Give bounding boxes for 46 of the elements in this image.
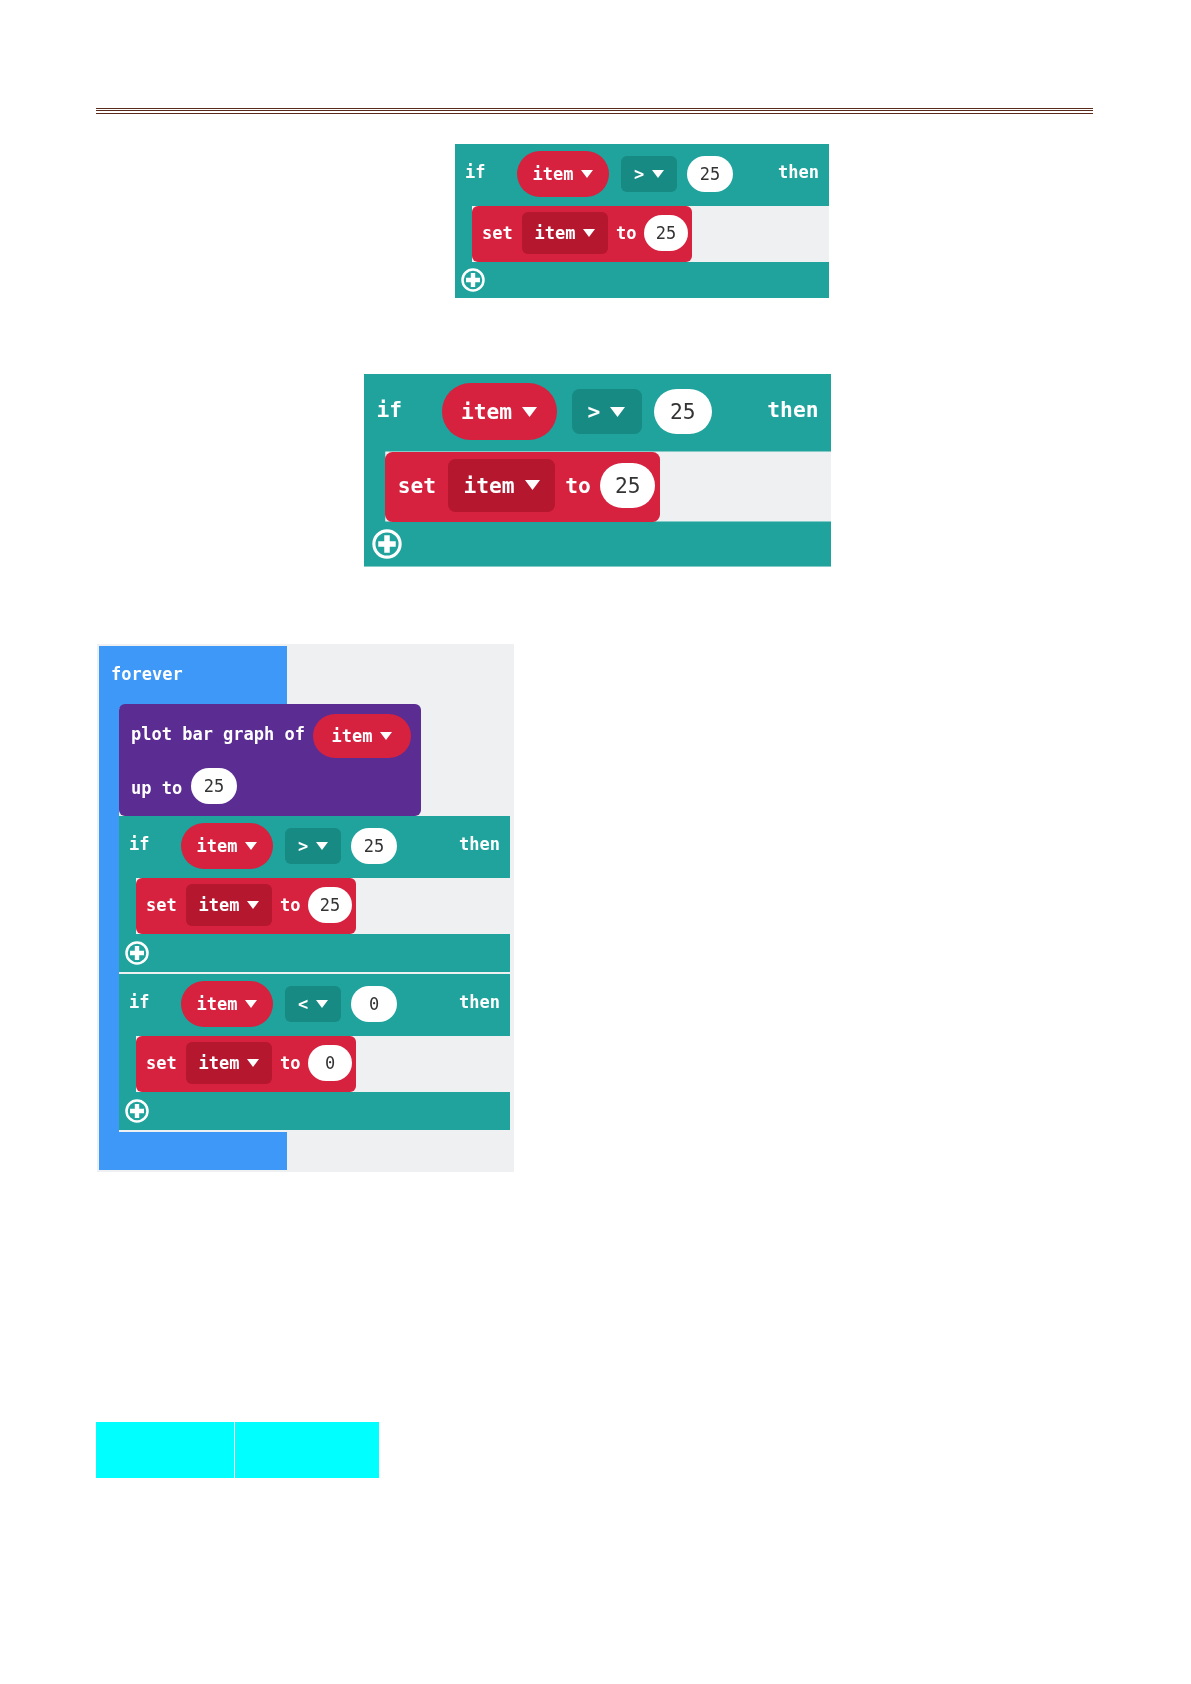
operator-dropdown: > [571,389,642,434]
set-block [136,878,356,934]
block-label: up to [131,780,183,797]
if-block [119,816,510,972]
block-label: if [129,836,150,853]
block-label: plot bar graph of [131,726,305,743]
set-block [472,206,692,262]
block-label: then [778,164,819,181]
number-field: 25 [600,462,656,508]
block-label: set [146,1055,177,1072]
operator-dropdown: < [285,986,341,1022]
variable-dropdown: item [517,151,609,197]
block-label: to [280,1055,301,1072]
variable-dropdown: item [447,459,556,512]
variable-dropdown: item [186,884,272,926]
block-label: if [129,994,150,1011]
variable-dropdown: item [181,981,273,1027]
set-block [136,1036,356,1092]
if-block [455,144,829,298]
operator-dropdown: > [285,828,341,864]
block-label: then [459,994,500,1011]
forever-block [99,646,512,1170]
plot-block [119,704,421,816]
block-label: set [146,897,177,914]
operator-dropdown: > [621,156,677,192]
number-field: 25 [644,215,688,251]
block-label: forever [111,666,183,683]
block-label: if [465,164,486,181]
block-label: then [767,399,819,421]
variable-dropdown: item [313,714,411,758]
number-field: 25 [191,768,237,804]
block-label: to [280,897,301,914]
variable-dropdown: item [186,1042,272,1084]
block-label: to [565,475,591,497]
set-block [385,451,661,522]
block-label: set [397,475,437,497]
block-label: if [376,399,403,421]
if-block [364,374,831,567]
variable-dropdown: item [181,823,273,869]
block-label: then [459,836,500,853]
block-label: to [616,225,637,242]
number-field: 25 [308,887,352,923]
number-field: 0 [308,1045,352,1081]
block-label: set [482,225,513,242]
variable-dropdown: item [522,212,608,254]
if-block [119,974,510,1130]
